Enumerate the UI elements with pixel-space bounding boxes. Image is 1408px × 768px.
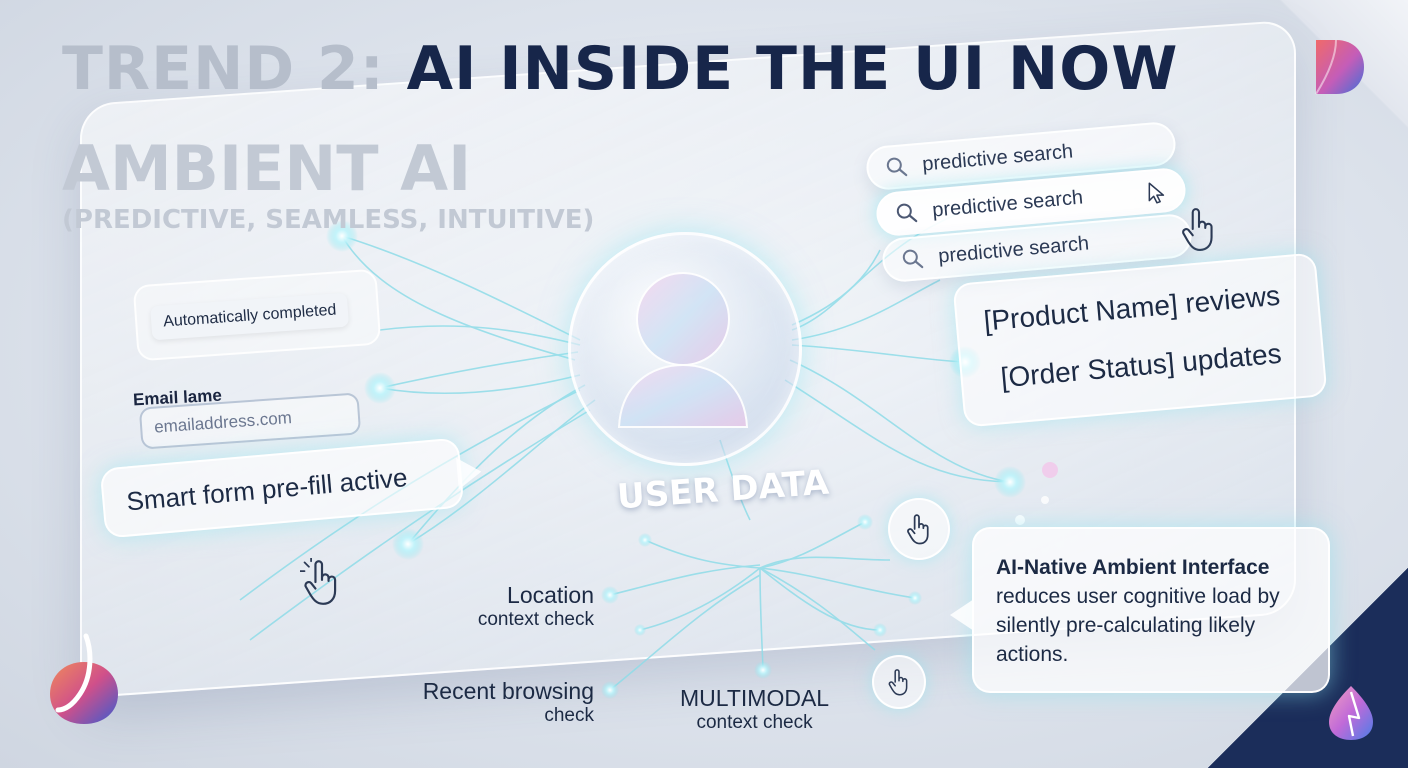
subtitle-ambient-ai: AMBIENT AI [62,132,472,205]
info-headline: AI-Native Ambient Interface [996,556,1270,579]
tap-button-1[interactable] [888,498,950,560]
search-suggestion-2[interactable]: predictive search [874,166,1188,238]
search-icon [886,157,908,177]
search-suggestion-text: predictive search [921,139,1074,176]
info-body: reduces user cognitive load by silently … [996,585,1280,666]
page-title: TREND 2: AI INSIDE THE UI NOW [62,34,1178,104]
hand-pointer-icon [888,669,908,696]
multimodal-check-detail: context check [696,712,813,733]
user-avatar-icon [617,272,749,428]
search-icon [896,203,918,223]
cursor-arrow-icon [1148,182,1165,204]
search-icon [902,249,924,269]
location-context-check: Location context check [478,582,594,631]
multimodal-context-check: MULTIMODAL context check [680,685,829,734]
location-check-detail: context check [477,609,594,630]
location-check-title: Location [507,582,594,608]
hand-pointer-icon [300,558,337,605]
title-prefix: TREND 2: [62,34,385,104]
info-callout: AI-Native Ambient Interface reduces user… [950,527,1330,693]
autocomplete-chip[interactable]: Automatically completed [150,292,350,341]
search-suggestion-text: predictive search [931,185,1084,222]
browsing-check-detail: check [544,705,594,726]
search-suggestion-1[interactable]: predictive search [864,120,1178,192]
browsing-context-check: Recent browsing check [423,678,594,727]
subtitle-qualities: (PREDICTIVE, SEAMLESS, INTUITIVE) [62,205,595,235]
suggestion-order-status[interactable]: [Order Status] updates [999,337,1283,394]
smart-prefill-text: Smart form pre-fill active [125,461,409,517]
hand-pointer-icon [907,514,929,545]
callout-tail [950,599,974,631]
hand-pointer-icon [1182,208,1213,251]
search-suggestion-text: predictive search [937,231,1090,268]
tap-button-2[interactable] [872,655,926,709]
brand-logo-icon [50,633,118,724]
browsing-check-title: Recent browsing [422,678,594,704]
bubble-tail [456,455,483,490]
multimodal-check-title: MULTIMODAL [680,685,830,711]
brand-logo-icon [1329,686,1373,740]
search-suggestion-3[interactable]: predictive search [880,212,1194,284]
brand-logo-icon [1315,39,1364,95]
title-main: AI INSIDE THE UI NOW [406,34,1179,104]
suggestion-product-reviews[interactable]: [Product Name] reviews [982,279,1282,337]
user-avatar [568,232,802,466]
